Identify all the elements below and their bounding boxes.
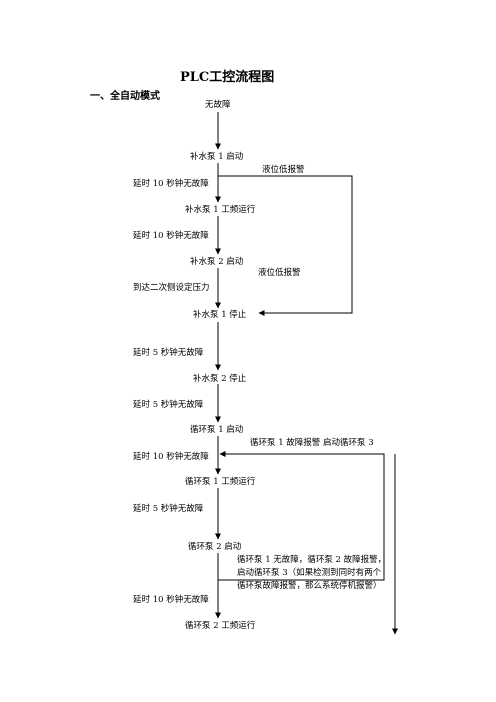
condition-delay-5s: 延时 5 秒钟无故障 — [133, 504, 204, 514]
step-no-fault: 无故障 — [205, 100, 231, 110]
alarm-circ-pump1-fault: 循环泵 1 故障报警 启动循环泵 3 — [250, 438, 374, 448]
step-circ-pump1-start: 循环泵 1 启动 — [190, 425, 244, 435]
step-makeup-pump2-start: 补水泵 2 启动 — [190, 257, 244, 267]
alarm-circ-pump2-fault-line1: 循环泵 1 无故障，循环泵 2 故障报警， — [237, 555, 387, 565]
alarm-low-level: 液位低报警 — [258, 268, 301, 278]
step-circ-pump2-run: 循环泵 2 工频运行 — [185, 621, 256, 631]
alarm-circ-pump2-fault-line2: 启动循环泵 3（如果检测到同时有两个 — [237, 568, 382, 578]
condition-delay-10s: 延时 10 秒钟无故障 — [133, 231, 209, 241]
step-circ-pump2-start: 循环泵 2 启动 — [188, 542, 242, 552]
alarm-circ-pump2-fault-line3: 循环泵故障报警，那么系统停机报警） — [237, 581, 382, 591]
low-level-alarm-path — [218, 175, 353, 316]
condition-pressure-reached: 到达二次侧设定压力 — [133, 283, 210, 293]
section-heading: 一、全自动模式 — [90, 91, 160, 102]
step-circ-pump1-run: 循环泵 1 工频运行 — [185, 477, 256, 487]
condition-delay-10s: 延时 10 秒钟无故障 — [133, 452, 209, 462]
pump1-fault-path — [218, 451, 385, 581]
step-makeup-pump1-stop: 补水泵 1 停止 — [193, 310, 247, 320]
page-title: PLC工控流程图 — [180, 70, 275, 85]
condition-delay-5s: 延时 5 秒钟无故障 — [133, 400, 204, 410]
condition-delay-5s: 延时 5 秒钟无故障 — [133, 348, 204, 358]
step-makeup-pump2-stop: 补水泵 2 停止 — [193, 374, 247, 384]
condition-delay-10s: 延时 10 秒钟无故障 — [133, 179, 209, 189]
step-makeup-pump1-run: 补水泵 1 工频运行 — [185, 205, 256, 215]
step-makeup-pump1-start: 补水泵 1 启动 — [190, 152, 244, 162]
alarm-low-level: 液位低报警 — [262, 165, 305, 175]
condition-delay-10s: 延时 10 秒钟无故障 — [133, 595, 209, 605]
